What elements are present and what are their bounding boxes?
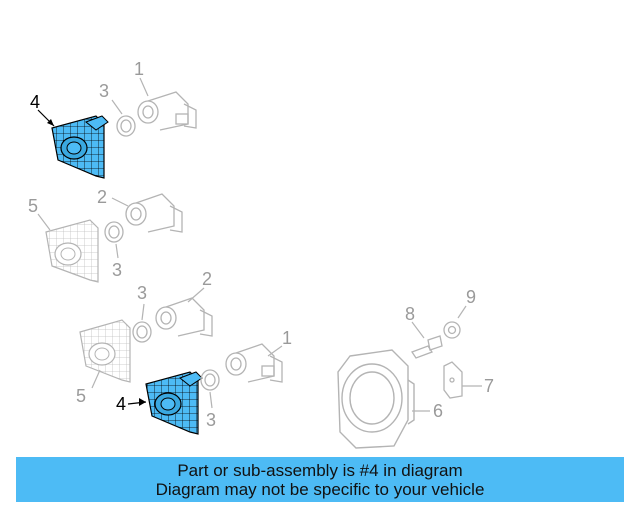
part-9-nut — [443, 321, 461, 339]
part-3-ring-lower — [132, 321, 152, 343]
callout-3-mid: 3 — [112, 260, 123, 280]
banner-line-1: Part or sub-assembly is #4 in diagram — [177, 460, 463, 480]
part-5-bracket-bottom — [79, 319, 131, 383]
callout-9: 9 — [466, 287, 477, 307]
callout-7: 7 — [484, 376, 495, 396]
part-4-bracket-top — [51, 115, 109, 179]
part-3-ring-bottom — [200, 369, 220, 391]
part-1-sensor-top — [137, 91, 197, 131]
callout-2-mid: 2 — [97, 187, 108, 207]
part-1-sensor-bottom — [225, 343, 283, 383]
callout-3-bottom: 3 — [206, 410, 217, 430]
part-8-bolt — [411, 335, 443, 359]
part-3-ring-mid — [104, 221, 124, 243]
callout-4-top: 4 — [30, 92, 41, 112]
parts-diagram — [37, 77, 482, 449]
part-2-sensor-lower — [155, 297, 213, 337]
part-3-ring-top — [116, 115, 136, 137]
banner-line-2: Diagram may not be specific to your vehi… — [155, 479, 485, 499]
callout-8: 8 — [405, 304, 416, 324]
part-4-bracket-bottom — [145, 371, 203, 435]
callout-3-lower: 3 — [137, 283, 148, 303]
callout-1-top: 1 — [134, 59, 145, 79]
callout-4-bottom: 4 — [116, 394, 127, 414]
callout-2-lower: 2 — [202, 269, 213, 289]
callout-6: 6 — [433, 401, 444, 421]
part-2-sensor-mid — [125, 193, 183, 233]
part-6-radar-unit — [337, 349, 415, 449]
part-5-bracket-mid — [45, 219, 99, 283]
info-banner: Part or sub-assembly is #4 in diagram Di… — [16, 457, 624, 502]
callout-3-top: 3 — [99, 81, 110, 101]
callout-1-bottom: 1 — [282, 328, 293, 348]
callout-5-mid: 5 — [28, 196, 39, 216]
part-7-clip — [443, 361, 463, 399]
callout-5-bottom: 5 — [76, 386, 87, 406]
